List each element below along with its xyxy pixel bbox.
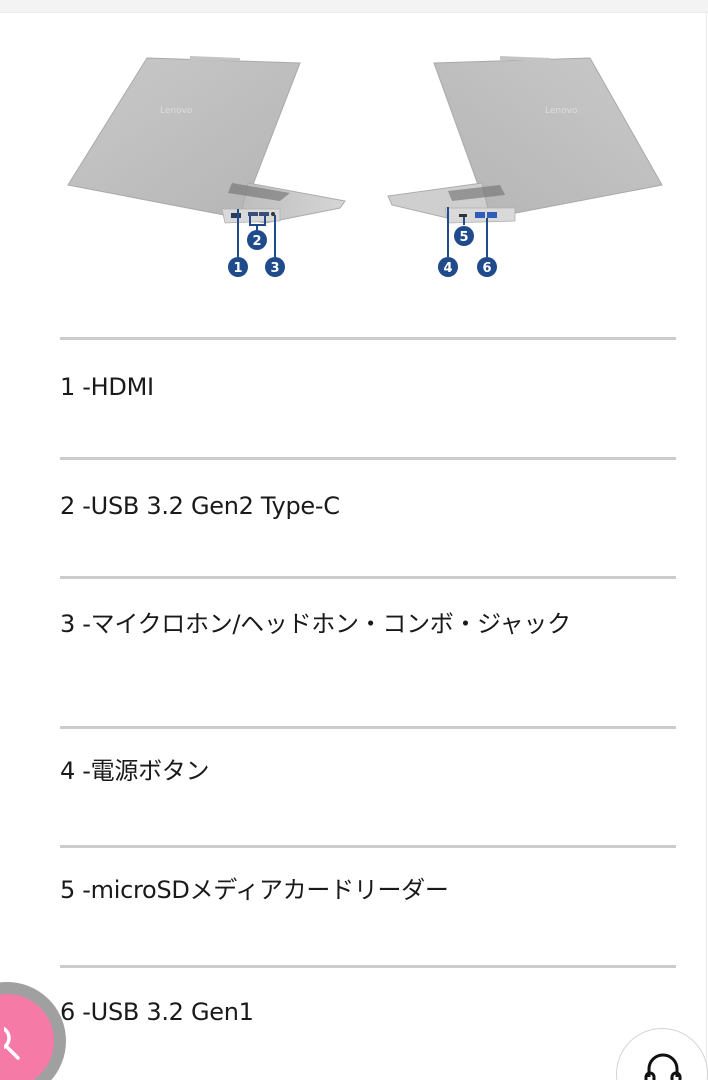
port-number: 2 -	[60, 492, 91, 520]
callout-2: 2	[247, 230, 267, 250]
port-number: 1 -	[60, 373, 91, 401]
ports-diagram: Lenovo Lenovo 2 1 3	[0, 13, 708, 313]
port-item-audio-jack: 3 - マイクロホン/ヘッドホン・コンボ・ジャック	[60, 576, 676, 726]
port-item-power-button: 4 - 電源ボタン	[60, 726, 676, 845]
port-number: 3 -	[60, 610, 91, 638]
svg-text:Lenovo: Lenovo	[160, 106, 193, 116]
port-item-microsd: 5 - microSDメディアカードリーダー	[60, 845, 676, 965]
port-name: microSDメディアカードリーダー	[90, 876, 449, 904]
svg-text:1: 1	[233, 261, 242, 276]
callouts: 2 1 3 5 4 6	[228, 207, 497, 277]
callout-3: 3	[265, 257, 285, 277]
top-bar	[0, 0, 708, 13]
port-item-usb-type-c: 2 - USB 3.2 Gen2 Type-C	[60, 457, 676, 576]
svg-text:2: 2	[252, 234, 261, 249]
port-name: USB 3.2 Gen2 Type-C	[90, 492, 340, 520]
svg-text:Lenovo: Lenovo	[545, 106, 578, 116]
callout-6: 6	[477, 257, 497, 277]
callout-4: 4	[438, 257, 458, 277]
port-item-hdmi: 1 - HDMI	[60, 337, 676, 457]
search-icon	[4, 1026, 20, 1060]
port-name: 電源ボタン	[90, 757, 210, 785]
port-item-usb-gen1: 6 - USB 3.2 Gen1	[60, 965, 676, 1045]
port-list: 1 - HDMI 2 - USB 3.2 Gen2 Type-C 3 - マイク…	[60, 337, 676, 1045]
port-number: 6 -	[60, 998, 91, 1026]
port-number: 4 -	[60, 757, 91, 785]
laptop-left-view: Lenovo	[67, 56, 346, 224]
port-name: HDMI	[90, 373, 154, 401]
svg-text:3: 3	[270, 261, 279, 276]
port-name: USB 3.2 Gen1	[90, 998, 254, 1026]
port-number: 5 -	[60, 876, 91, 904]
svg-text:6: 6	[482, 261, 491, 276]
callout-1: 1	[228, 257, 248, 277]
callout-5: 5	[454, 226, 474, 246]
port-name: マイクロホン/ヘッドホン・コンボ・ジャック	[90, 610, 571, 638]
scrollbar-track	[706, 13, 707, 1080]
svg-text:4: 4	[443, 261, 452, 276]
search-fab-button[interactable]	[0, 982, 66, 1080]
svg-text:5: 5	[459, 230, 468, 245]
headset-icon	[644, 1053, 682, 1080]
